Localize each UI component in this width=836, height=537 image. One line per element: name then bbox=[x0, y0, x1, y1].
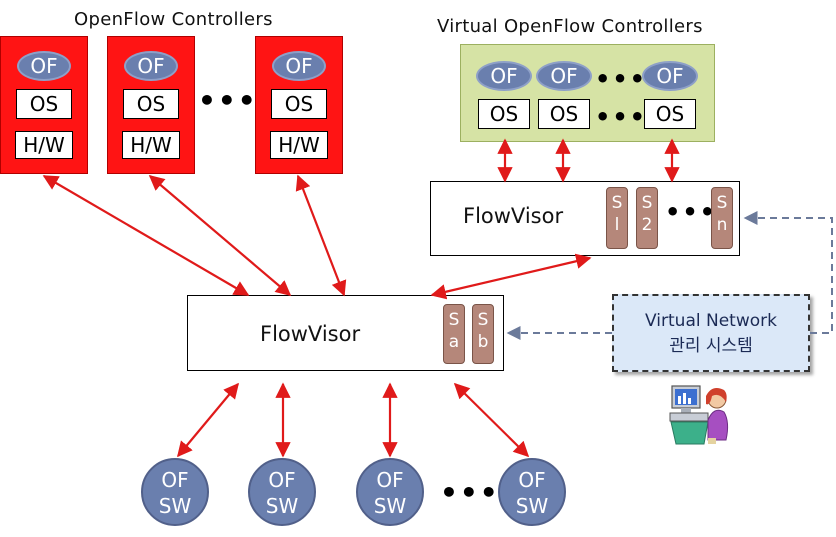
openflow-controller-2: OF OS H/W bbox=[107, 36, 195, 174]
arrow-flowvisor-link bbox=[430, 253, 592, 300]
os-box: OS bbox=[538, 99, 590, 129]
switch-of: OF bbox=[518, 468, 546, 492]
arrow-controller-3 bbox=[295, 174, 347, 297]
hw-box: H/W bbox=[122, 131, 180, 159]
os-box: OS bbox=[16, 89, 72, 119]
flowvisor-top-label: FlowVisor bbox=[463, 204, 564, 228]
controllers-ellipsis: ••• bbox=[198, 84, 258, 117]
of-oval: OF bbox=[642, 61, 698, 91]
slice-index: a bbox=[448, 332, 460, 352]
openflow-switch-2: OF SW bbox=[248, 458, 316, 526]
slice-index: n bbox=[716, 215, 728, 235]
of-oval: OF bbox=[536, 61, 592, 91]
slice-letter: S bbox=[641, 193, 653, 213]
arrow-switch-1 bbox=[177, 382, 239, 458]
openflow-switch-3: OF SW bbox=[356, 458, 424, 526]
virtual-controllers-panel: OF OF ••• OF OS OS ••• OS bbox=[460, 44, 715, 142]
slice-2: S 2 bbox=[636, 187, 658, 249]
openflow-controller-3: OF OS H/W bbox=[255, 36, 343, 174]
slices-ellipsis: ••• bbox=[665, 198, 718, 226]
openflow-switch-4: OF SW bbox=[498, 458, 566, 526]
of-oval: OF bbox=[124, 51, 178, 81]
arrow-switch-4 bbox=[453, 382, 530, 458]
virtual-controllers-title: Virtual OpenFlow Controllers bbox=[437, 16, 703, 37]
openflow-switch-1: OF SW bbox=[141, 458, 209, 526]
openflow-controller-1: OF OS H/W bbox=[0, 36, 88, 174]
slice-letter: S bbox=[611, 193, 623, 213]
switch-sw: SW bbox=[158, 494, 192, 518]
slice-b: S b bbox=[472, 304, 494, 364]
switch-of: OF bbox=[161, 468, 189, 492]
slice-index: 2 bbox=[641, 215, 653, 235]
switch-of: OF bbox=[376, 468, 404, 492]
os-box: OS bbox=[644, 99, 696, 129]
management-line-2: 관리 시스템 bbox=[669, 336, 753, 356]
switch-sw: SW bbox=[373, 494, 407, 518]
arrow-controller-1 bbox=[42, 175, 250, 296]
dashed-arrow-to-top-flowvisor bbox=[743, 211, 833, 334]
slice-letter: S bbox=[477, 310, 489, 330]
physical-controllers-title: OpenFlow Controllers bbox=[74, 9, 273, 30]
slice-n: S n bbox=[711, 187, 733, 249]
hw-box: H/W bbox=[270, 131, 328, 159]
switch-sw: SW bbox=[265, 494, 299, 518]
os-box: OS bbox=[271, 89, 327, 119]
virtual-of-ellipsis: ••• bbox=[595, 65, 648, 93]
slice-index: l bbox=[614, 215, 620, 235]
slice-letter: S bbox=[448, 310, 460, 330]
flowvisor-bottom-label: FlowVisor bbox=[260, 322, 361, 346]
switch-sw: SW bbox=[515, 494, 549, 518]
slice-1: S l bbox=[606, 187, 628, 249]
person-at-computer-icon bbox=[669, 385, 729, 445]
of-oval: OF bbox=[272, 51, 326, 81]
slice-letter: S bbox=[716, 193, 728, 213]
flowvisor-bottom: FlowVisor S a S b bbox=[187, 295, 504, 371]
slice-a: S a bbox=[443, 304, 465, 364]
of-oval: OF bbox=[17, 51, 71, 81]
switch-of: OF bbox=[268, 468, 296, 492]
management-line-1: Virtual Network bbox=[645, 311, 777, 331]
switches-ellipsis: ••• bbox=[440, 476, 500, 509]
virtual-os-ellipsis: ••• bbox=[595, 103, 648, 131]
hw-box: H/W bbox=[15, 131, 73, 159]
os-box: OS bbox=[478, 99, 530, 129]
virtual-network-management-system: Virtual Network 관리 시스템 bbox=[612, 294, 810, 372]
arrow-controller-2 bbox=[148, 175, 292, 296]
os-box: OS bbox=[123, 89, 179, 119]
slice-index: b bbox=[477, 332, 489, 352]
of-oval: OF bbox=[476, 61, 532, 91]
